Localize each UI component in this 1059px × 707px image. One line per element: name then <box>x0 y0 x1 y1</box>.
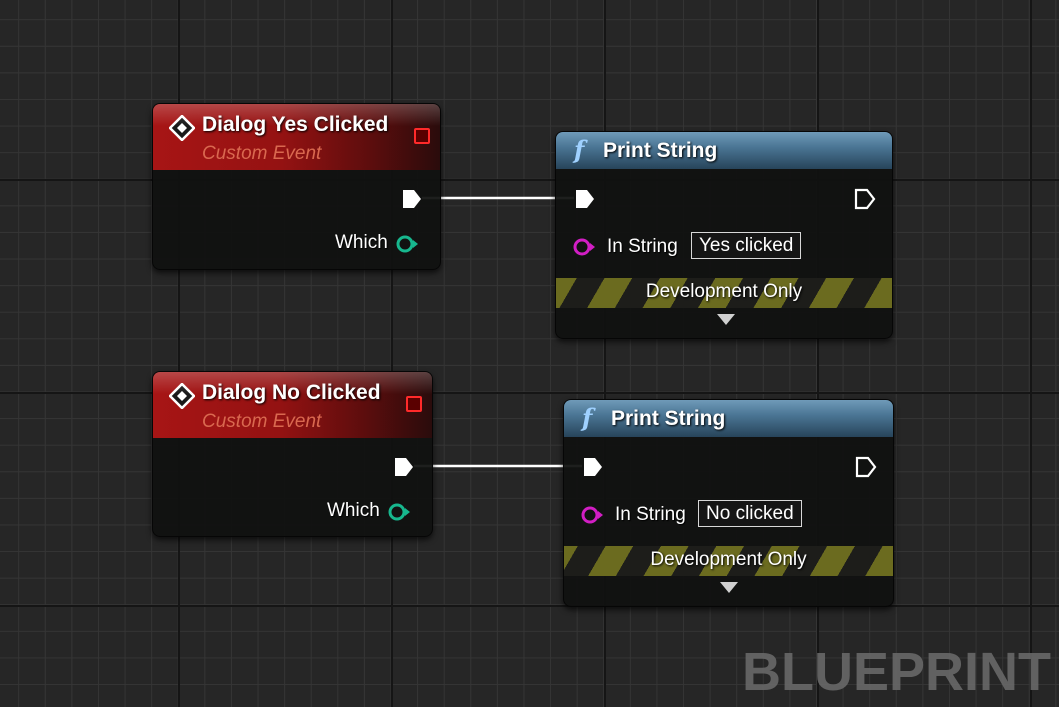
function-icon: f <box>574 135 585 164</box>
in-string-input[interactable]: No clicked <box>698 500 802 527</box>
exec-in-pin-icon[interactable] <box>580 455 604 479</box>
exec-out-pin-icon[interactable] <box>852 187 876 211</box>
exec-out-pin-icon[interactable] <box>391 455 415 479</box>
event-node-dialog-yes[interactable]: Dialog Yes Clicked Custom Event Which <box>152 103 441 270</box>
function-title: Print String <box>603 139 718 162</box>
event-node-header[interactable]: Dialog Yes Clicked Custom Event <box>153 104 440 170</box>
exec-in-pin-icon[interactable] <box>572 187 596 211</box>
function-node-header[interactable]: f Print String <box>564 400 893 437</box>
development-only-banner: Development Only <box>556 278 892 308</box>
event-node-dialog-no[interactable]: Dialog No Clicked Custom Event Which <box>152 371 433 537</box>
exec-out-pin-icon[interactable] <box>399 187 423 211</box>
event-subtitle: Custom Event <box>202 143 322 164</box>
function-node-print-string-no[interactable]: f Print String In String No clicked Deve… <box>563 399 894 607</box>
blueprint-watermark: BLUEPRINT <box>742 642 1051 702</box>
in-string-input[interactable]: Yes clicked <box>691 232 802 259</box>
which-pin-icon[interactable] <box>395 232 419 256</box>
custom-event-diamond-icon <box>169 115 195 141</box>
in-string-label: In String <box>607 236 678 257</box>
chevron-down-icon[interactable] <box>720 582 738 593</box>
function-node-header[interactable]: f Print String <box>556 132 892 169</box>
development-only-label: Development Only <box>645 281 803 302</box>
function-title: Print String <box>611 407 726 430</box>
string-in-pin-icon[interactable] <box>580 503 604 527</box>
event-node-header[interactable]: Dialog No Clicked Custom Event <box>153 372 432 438</box>
exec-out-pin-icon[interactable] <box>853 455 877 479</box>
delegate-square-icon[interactable] <box>406 396 422 412</box>
which-pin-label: Which <box>327 500 380 521</box>
delegate-square-icon[interactable] <box>414 128 430 144</box>
event-title: Dialog No Clicked <box>202 381 381 404</box>
event-title: Dialog Yes Clicked <box>202 113 389 136</box>
custom-event-diamond-icon <box>169 383 195 409</box>
which-pin-label: Which <box>335 232 388 253</box>
development-only-banner: Development Only <box>564 546 893 576</box>
which-pin-icon[interactable] <box>387 500 411 524</box>
event-subtitle: Custom Event <box>202 411 322 432</box>
in-string-label: In String <box>615 504 686 525</box>
function-node-print-string-yes[interactable]: f Print String In String Yes clicked Dev… <box>555 131 893 339</box>
function-icon: f <box>582 403 593 432</box>
string-in-pin-icon[interactable] <box>572 235 596 259</box>
chevron-down-icon[interactable] <box>717 314 735 325</box>
development-only-label: Development Only <box>650 549 807 570</box>
